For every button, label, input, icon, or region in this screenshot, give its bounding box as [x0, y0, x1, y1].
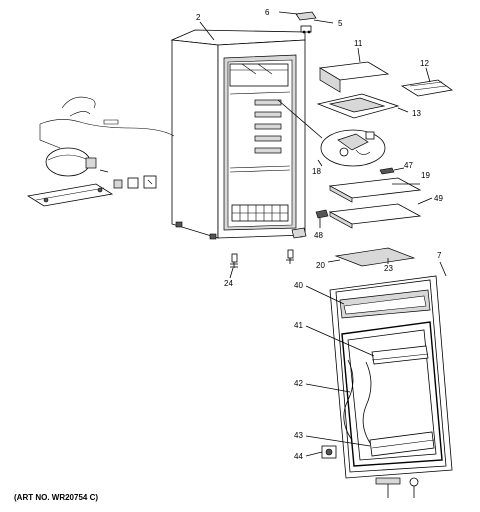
shelves	[315, 167, 433, 229]
callout-20: 20	[316, 261, 325, 270]
callout-40: 40	[294, 281, 303, 290]
callout-19: 19	[421, 171, 430, 180]
callout-23: 23	[384, 264, 393, 273]
art-number: (ART NO. WR20754 C)	[14, 493, 98, 502]
callout-18: 18	[312, 167, 321, 176]
crisper-cover	[327, 247, 416, 267]
callout-41: 41	[294, 321, 303, 330]
fresh-food-door	[305, 261, 453, 498]
freezer-door-parts	[316, 47, 454, 119]
callout-7: 7	[437, 251, 442, 260]
callout-49: 49	[434, 194, 443, 203]
callout-11: 11	[354, 39, 363, 48]
compressor-assembly	[26, 96, 175, 207]
callout-48: 48	[314, 231, 323, 240]
callout-47: 47	[404, 161, 413, 170]
callout-43: 43	[294, 431, 303, 440]
callout-6: 6	[265, 8, 270, 17]
callout-13: 13	[412, 109, 421, 118]
callout-24: 24	[224, 279, 233, 288]
leveling-legs	[229, 227, 307, 279]
callout-labels: 2 5 6 7 11 12 13 18 19 20 23 24 40 41 42…	[196, 8, 443, 461]
callout-5: 5	[338, 19, 343, 28]
callout-2: 2	[196, 13, 201, 22]
cabinet	[170, 29, 306, 240]
callout-42: 42	[294, 379, 303, 388]
callout-44: 44	[294, 452, 303, 461]
top-hinge	[278, 11, 334, 34]
thermostat-detail	[277, 99, 386, 167]
callout-12: 12	[420, 59, 429, 68]
